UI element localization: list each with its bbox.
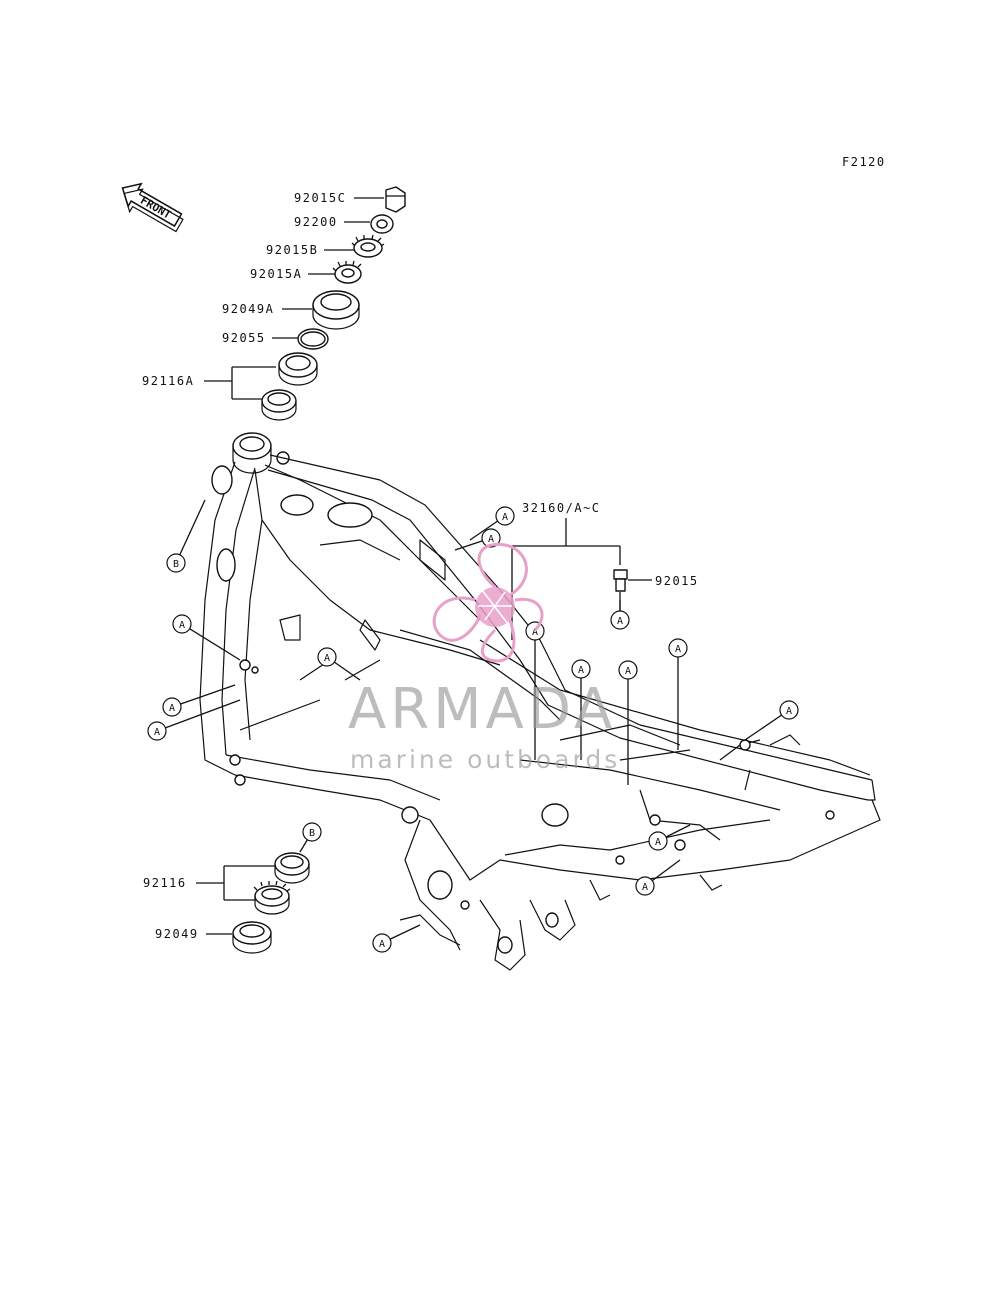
callout-leader bbox=[156, 699, 241, 732]
bearing-race-lower-icon bbox=[261, 389, 297, 421]
part-92049[interactable]: 92049 bbox=[155, 921, 272, 954]
callout-leader bbox=[171, 684, 236, 708]
callout-circle bbox=[779, 700, 799, 720]
part-number-92116A: 92116A bbox=[142, 374, 194, 388]
front-arrow-icon: FRONT bbox=[121, 182, 184, 233]
bearing-race-icon bbox=[274, 852, 310, 884]
callout-letter: A bbox=[169, 703, 175, 714]
part-number-32160: 32160/A~C bbox=[522, 501, 601, 515]
stem-nut-icon bbox=[385, 186, 406, 213]
callout-leader bbox=[181, 623, 241, 661]
callout-letter: A bbox=[488, 534, 494, 545]
part-number-92015: 92015 bbox=[655, 574, 699, 588]
callout-letter: A bbox=[154, 727, 160, 738]
callout-a-13: A bbox=[648, 824, 691, 851]
callout-a-9: A bbox=[618, 660, 638, 785]
callout-a-10: A bbox=[668, 638, 688, 750]
callout-letter: A bbox=[642, 882, 648, 893]
lock-nut-icon bbox=[351, 234, 385, 258]
brand-logo-icon bbox=[432, 542, 544, 663]
part-number-92015C: 92015C bbox=[294, 191, 346, 205]
part-32160[interactable]: 32160/A~C bbox=[511, 501, 621, 640]
part-92116[interactable]: 92116 bbox=[143, 852, 310, 915]
part-92015[interactable]: 92015 bbox=[613, 569, 699, 610]
callout-letter: A bbox=[786, 706, 792, 717]
callout-circle bbox=[162, 697, 182, 717]
part-number-92049A: 92049A bbox=[222, 302, 274, 316]
watermark: ARMADA marine outboards bbox=[348, 542, 620, 774]
callout-letter: B bbox=[309, 828, 315, 839]
callout-b-0: B bbox=[166, 499, 206, 573]
grease-seal-icon bbox=[232, 921, 272, 954]
callout-circle bbox=[495, 506, 515, 526]
callout-circle bbox=[668, 638, 688, 658]
dust-seal-icon bbox=[312, 290, 360, 330]
callout-letter: A bbox=[625, 666, 631, 677]
callout-letter: A bbox=[324, 653, 330, 664]
bolt-icon bbox=[613, 569, 628, 592]
bearing-race-upper-icon bbox=[278, 352, 318, 386]
callout-a-11: A bbox=[744, 700, 799, 741]
part-92049A[interactable]: 92049A bbox=[222, 290, 360, 330]
callout-b-16: B bbox=[299, 822, 322, 853]
o-ring-icon bbox=[297, 328, 329, 350]
callout-a-14: A bbox=[635, 859, 681, 896]
part-92015A[interactable]: 92015A bbox=[250, 260, 362, 284]
callout-a-15: A bbox=[372, 924, 421, 953]
figure-code: F2120 bbox=[842, 155, 886, 169]
washer-icon bbox=[370, 214, 394, 234]
callout-circle bbox=[618, 660, 638, 680]
callout-circle bbox=[147, 721, 167, 741]
front-arrow-label: FRONT bbox=[138, 194, 174, 222]
callout-a-2: A bbox=[162, 684, 236, 717]
callout-circle bbox=[610, 610, 630, 630]
part-number-92116: 92116 bbox=[143, 876, 187, 890]
part-number-92015A: 92015A bbox=[250, 267, 302, 281]
part-number-92200: 92200 bbox=[294, 215, 338, 229]
callout-circle bbox=[166, 553, 186, 573]
callout-circle bbox=[172, 614, 192, 634]
callout-letter: A bbox=[617, 616, 623, 627]
callout-letter: A bbox=[655, 837, 661, 848]
callout-letter: B bbox=[173, 559, 179, 570]
callout-circle bbox=[571, 659, 591, 679]
callout-circle bbox=[481, 528, 501, 548]
callout-a-1: A bbox=[172, 614, 241, 661]
callout-letter: A bbox=[379, 939, 385, 950]
callout-a-3: A bbox=[147, 699, 241, 741]
callout-letter: A bbox=[532, 627, 538, 638]
part-92200[interactable]: 92200 bbox=[294, 214, 394, 234]
taper-bearing-icon bbox=[253, 880, 291, 915]
part-number-92055: 92055 bbox=[222, 331, 266, 345]
watermark-brand: ARMADA bbox=[348, 677, 616, 742]
part-92015B[interactable]: 92015B bbox=[266, 234, 385, 258]
callout-letter: A bbox=[179, 620, 185, 631]
part-92116A[interactable]: 92116A bbox=[142, 352, 318, 421]
callout-leader bbox=[175, 499, 206, 564]
part-92015C[interactable]: 92015C bbox=[294, 186, 406, 213]
callout-a-8: A bbox=[571, 659, 591, 760]
part-number-92049: 92049 bbox=[155, 927, 199, 941]
lock-nut-icon-a bbox=[332, 260, 362, 284]
callout-a-12: A bbox=[610, 600, 630, 630]
callout-letter: A bbox=[578, 665, 584, 676]
callout-letter: A bbox=[675, 644, 681, 655]
callout-circle bbox=[635, 876, 655, 896]
callout-a-6: A bbox=[454, 528, 501, 551]
callout-circle bbox=[372, 933, 392, 953]
callout-circle bbox=[648, 831, 668, 851]
motorcycle-frame[interactable] bbox=[199, 432, 881, 971]
part-92055[interactable]: 92055 bbox=[222, 328, 329, 350]
callout-circle bbox=[317, 647, 337, 667]
callout-circle bbox=[302, 822, 322, 842]
callout-a-4: A bbox=[317, 647, 361, 681]
watermark-tagline: marine outboards bbox=[350, 745, 620, 774]
callout-letter: A bbox=[502, 512, 508, 523]
part-number-92015B: 92015B bbox=[266, 243, 318, 257]
callout-a-5: A bbox=[469, 506, 515, 541]
